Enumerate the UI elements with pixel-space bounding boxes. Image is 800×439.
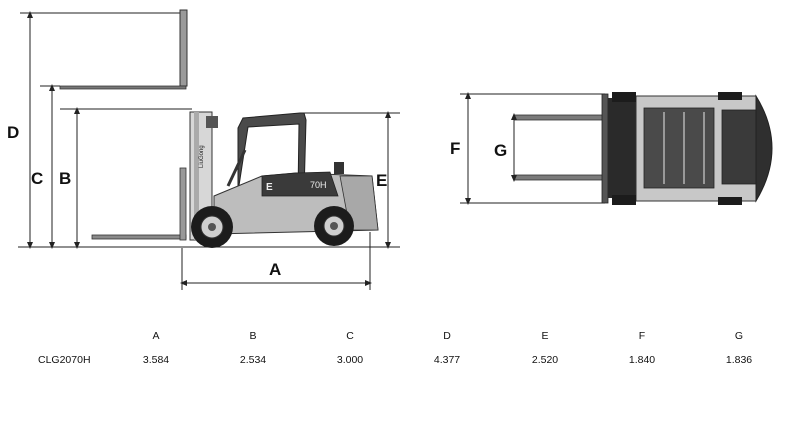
value-b: 2.534: [239, 354, 267, 366]
header-c: C: [346, 330, 354, 342]
front-wheel: [191, 206, 233, 248]
mast-brand-text: LiuGong: [199, 145, 205, 168]
top-view: F G: [450, 92, 773, 205]
header-e: E: [541, 330, 549, 342]
value-d: 4.377: [433, 354, 461, 366]
value-c: 3.000: [336, 354, 364, 366]
forklift-dimension-diagram: D C B LiuGong E 70H: [7, 9, 773, 290]
dimension-g-label: G: [494, 141, 507, 160]
value-g: 1.836: [725, 354, 753, 366]
value-e: 2.520: [531, 354, 559, 366]
header-g: G: [734, 330, 744, 342]
header-f: F: [638, 330, 646, 342]
dimension-e-label: E: [376, 171, 387, 190]
dimension-f-label: F: [450, 139, 460, 158]
value-f: 1.840: [628, 354, 656, 366]
dimension-d-label: D: [7, 123, 19, 142]
top-fork-upper: [513, 114, 607, 121]
dimension-a-label: A: [269, 260, 281, 279]
side-view: D C B LiuGong E 70H: [7, 9, 400, 290]
model-name: CLG2070H: [38, 354, 91, 366]
rear-wheel: [314, 206, 354, 246]
forklift-side: LiuGong E 70H: [91, 111, 379, 248]
value-a: 3.584: [142, 354, 170, 366]
body-logo: E: [266, 182, 273, 193]
body-model-text: 70H: [310, 180, 327, 190]
header-b: B: [249, 330, 257, 342]
dimension-c-label: C: [31, 169, 43, 188]
header-a: A: [152, 330, 160, 342]
header-d: D: [443, 330, 451, 342]
raised-fork: [20, 9, 188, 90]
dimension-b-label: B: [59, 169, 71, 188]
top-fork-lower: [513, 174, 607, 181]
forklift-top: [601, 92, 773, 205]
